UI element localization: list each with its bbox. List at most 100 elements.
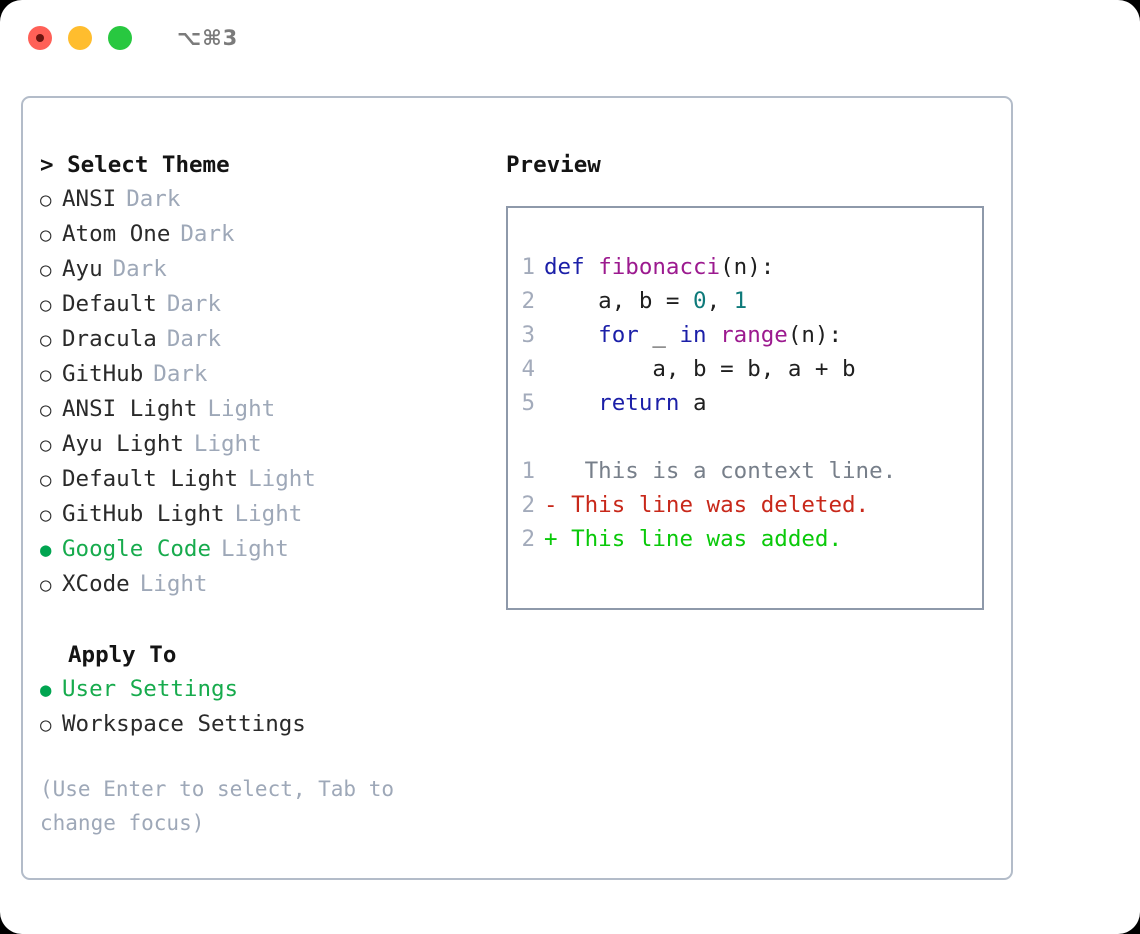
theme-variant-badge: Light	[139, 571, 208, 597]
theme-option-github-light[interactable]: ○ GitHub Light Light	[40, 497, 488, 532]
select-theme-heading: > Select Theme	[40, 152, 230, 178]
radio-empty-icon: ○	[40, 294, 52, 316]
diff-line-number: 2	[521, 492, 535, 518]
radio-filled-icon: ●	[40, 679, 52, 701]
code-line: 1 def fibonacci(n):	[508, 250, 982, 284]
theme-variant-badge: Light	[207, 396, 276, 422]
theme-variant-badge: Dark	[112, 256, 167, 282]
theme-variant-badge: Dark	[166, 291, 222, 317]
window-title: ⌥⌘3	[177, 26, 239, 50]
code-line-content: return a	[544, 386, 707, 420]
code-line-content: a, b = b, a + b	[544, 352, 856, 386]
code-line: 4 a, b = b, a + b	[508, 352, 982, 386]
theme-variant-badge: Dark	[166, 326, 222, 352]
code-line-number: 5	[521, 390, 535, 416]
diff-line-content: This is a context line.	[557, 458, 897, 484]
theme-option-default-light[interactable]: ○ Default Light Light	[40, 462, 488, 497]
code-token-fn: fibonacci	[598, 254, 721, 280]
apply-to-option-user-settings[interactable]: ● User Settings	[40, 672, 488, 707]
theme-option-label: GitHub Light	[62, 501, 225, 527]
code-token-plain: a, b = b, a + b	[544, 356, 856, 382]
diff-line-content: This line was deleted.	[557, 492, 870, 518]
theme-variant-badge: Dark	[126, 186, 181, 212]
code-token-kw: return	[544, 390, 694, 416]
radio-empty-icon: ○	[40, 469, 52, 491]
radio-empty-icon: ○	[40, 504, 52, 526]
theme-option-label: ANSI	[62, 186, 117, 212]
theme-option-label: Google Code	[62, 536, 212, 562]
code-token-plain: (n):	[720, 254, 775, 280]
theme-variant-badge: Dark	[153, 361, 208, 387]
diff-line-number: 2	[521, 526, 535, 552]
maximize-button[interactable]	[108, 26, 132, 50]
apply-to-option-workspace-settings[interactable]: ○Workspace Settings	[40, 707, 488, 742]
theme-option-xcode[interactable]: ○ XCode Light	[40, 567, 488, 602]
section-spacer	[40, 602, 488, 638]
code-token-plain: (n):	[787, 322, 843, 348]
diff-line-del: 2- This line was deleted.	[508, 488, 982, 522]
code-token-plain: _	[652, 322, 680, 348]
diff-line-content: This line was added.	[557, 526, 843, 552]
diff-line-number: 1	[521, 458, 535, 484]
traffic-lights	[28, 26, 132, 50]
title-bar: ⌥⌘3	[0, 0, 1140, 76]
code-line: 2 a, b = 0, 1	[508, 284, 982, 318]
theme-option-label: XCode	[62, 571, 130, 597]
theme-option-atom-one[interactable]: ○ Atom One Dark	[40, 217, 488, 252]
theme-variant-badge: Light	[193, 431, 262, 457]
code-token-plain: ,	[706, 288, 734, 314]
theme-option-label: Ayu Light	[62, 431, 184, 457]
theme-option-label: GitHub	[62, 361, 144, 387]
theme-option-label: Atom One	[62, 221, 171, 247]
diff-sample: 1 This is a context line.2- This line wa…	[508, 454, 982, 556]
diff-line-add: 2+ This line was added.	[508, 522, 982, 556]
theme-option-ansi-light[interactable]: ○ ANSI Light Light	[40, 392, 488, 427]
theme-option-label: ANSI Light	[62, 396, 198, 422]
theme-option-github[interactable]: ○ GitHub Dark	[40, 357, 488, 392]
theme-option-ansi[interactable]: ○ ANSI Dark	[40, 182, 488, 217]
code-line: 3 for _ in range(n):	[508, 318, 982, 352]
radio-empty-icon: ○	[40, 364, 52, 386]
code-line-number: 1	[521, 254, 535, 280]
code-line: 5 return a	[508, 386, 982, 420]
theme-option-label: Ayu	[62, 256, 103, 282]
close-button[interactable]	[28, 26, 52, 50]
diff-marker: -	[544, 492, 558, 518]
radio-empty-icon: ○	[40, 189, 52, 211]
code-line-content: a, b = 0, 1	[544, 284, 747, 318]
minimize-button[interactable]	[68, 26, 92, 50]
diff-line-ctx: 1 This is a context line.	[508, 454, 982, 488]
apply-to-heading: Apply To	[68, 642, 177, 668]
apply-to-option-list: ● User Settings ○Workspace Settings	[40, 672, 488, 742]
code-token-plain: a, b =	[544, 288, 694, 314]
code-token-num: 0	[693, 288, 707, 314]
theme-variant-badge: Light	[221, 536, 289, 562]
theme-option-label: Default Light	[62, 466, 239, 492]
apply-to-option-label: User Settings	[62, 676, 239, 702]
theme-variant-badge: Light	[248, 466, 316, 492]
code-token-kw: in	[679, 322, 721, 348]
code-token-kw: def	[544, 254, 599, 280]
code-line-number: 2	[521, 288, 535, 314]
code-token-plain: a	[693, 390, 707, 416]
radio-empty-icon: ○	[40, 224, 52, 246]
diff-marker	[544, 454, 558, 488]
theme-variant-badge: Light	[234, 501, 303, 527]
radio-empty-icon: ○	[40, 574, 52, 596]
radio-empty-icon: ○	[40, 399, 52, 421]
theme-variant-badge: Dark	[180, 221, 235, 247]
code-diff-gap	[508, 420, 982, 454]
code-token-num: 1	[733, 288, 748, 314]
keyboard-hint: (Use Enter to select, Tab to change focu…	[40, 777, 395, 835]
